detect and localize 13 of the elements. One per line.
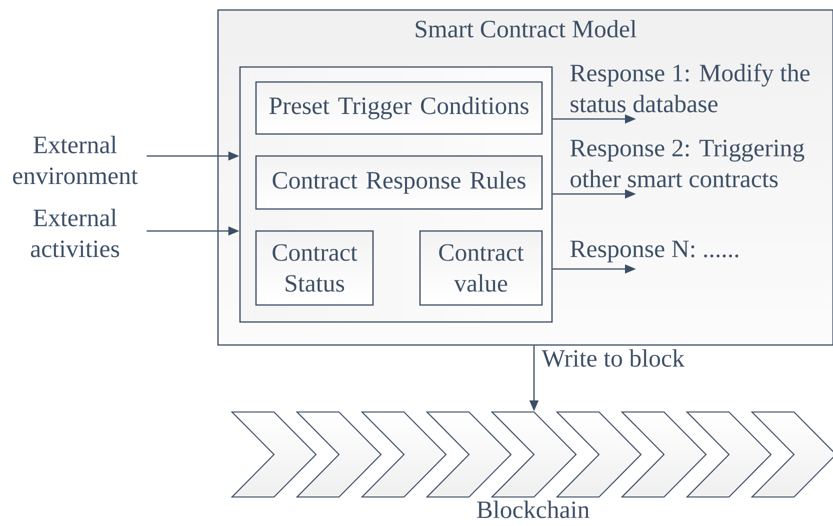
edge-label: Response N: ......	[570, 240, 738, 262]
edge-label: Write to block	[542, 349, 685, 367]
edge-label: Response 1: Modify the status database	[570, 64, 810, 112]
component-box: Preset Trigger Conditions	[255, 81, 543, 135]
chevron-block	[750, 411, 833, 498]
component-box: Contract Response Rules	[255, 155, 543, 210]
input-label: External environment	[13, 136, 138, 184]
input-label: External activities	[30, 208, 120, 258]
component-box: Contract value	[419, 230, 543, 306]
component-box: Contract Status	[255, 230, 374, 306]
chevron-block	[230, 411, 317, 498]
edge-label: Response 2: Triggering other smart contracts	[570, 140, 804, 188]
caption: Blockchain	[477, 500, 590, 518]
